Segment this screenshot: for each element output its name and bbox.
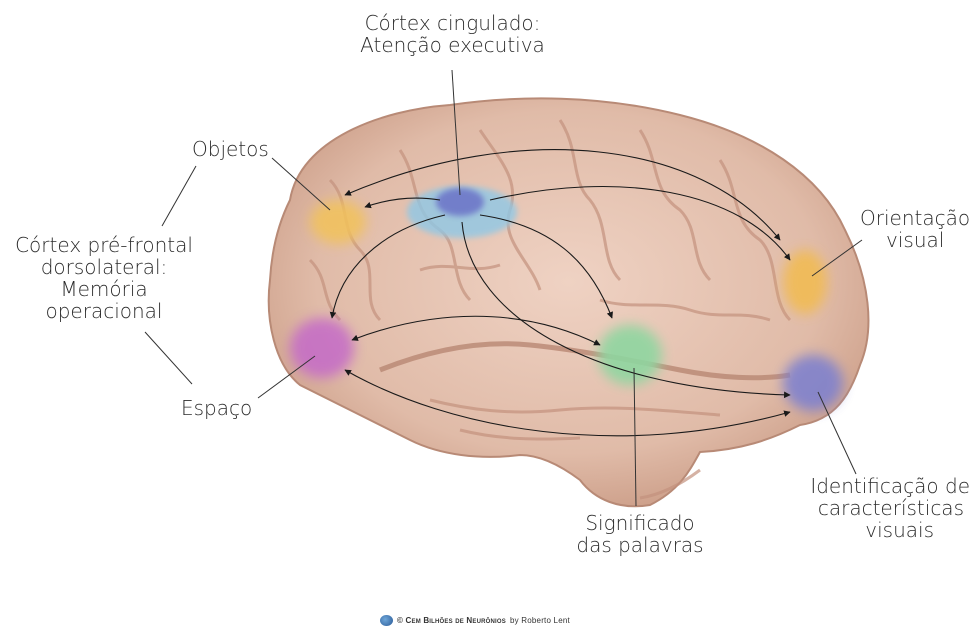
credit-author: by Roberto Lent xyxy=(510,616,570,625)
identification-label-line3: visuais xyxy=(788,519,970,541)
identification-label-line2: características xyxy=(788,497,970,519)
prefrontal-label-line1: Córtex pré-frontal xyxy=(8,234,200,256)
identification-label: Identificação de características visuais xyxy=(788,475,970,541)
leader-prefrontal-top xyxy=(162,166,196,226)
identification-area xyxy=(783,355,843,411)
copyright-credit: © Cem Bilhões de Neurônios by Roberto Le… xyxy=(380,615,570,626)
prefrontal-label: Córtex pré-frontal dorsolateral: Memória… xyxy=(8,234,200,322)
leader-prefrontal-bottom xyxy=(145,332,192,384)
space-label-text: Espaço xyxy=(181,396,252,420)
prefrontal-label-line4: operacional xyxy=(8,300,200,322)
brain-silhouette xyxy=(269,98,869,506)
space-label: Espaço xyxy=(181,397,252,419)
objects-area xyxy=(310,200,366,244)
neuron-logo-icon xyxy=(380,615,393,626)
cingulate-label-line1: Córtex cingulado: xyxy=(340,12,565,34)
orientation-label-line1: Orientação xyxy=(846,207,976,229)
meaning-label: Significado das palavras xyxy=(570,512,710,556)
cingulate-label: Córtex cingulado: Atenção executiva xyxy=(340,12,565,56)
identification-label-line1: Identificação de xyxy=(788,475,970,497)
orientation-label: Orientação visual xyxy=(846,207,976,251)
objects-label: Objetos xyxy=(192,138,269,160)
orientation-label-line2: visual xyxy=(846,229,976,251)
meaning-label-line1: Significado xyxy=(570,512,710,534)
objects-label-text: Objetos xyxy=(192,137,269,161)
credit-copyright: © Cem Bilhões de Neurônios xyxy=(397,616,506,625)
cingulate-label-line2: Atenção executiva xyxy=(340,34,565,56)
prefrontal-label-line2: dorsolateral: xyxy=(8,256,200,278)
prefrontal-label-line3: Memória xyxy=(8,278,200,300)
space-area xyxy=(290,318,354,378)
meaning-label-line2: das palavras xyxy=(570,534,710,556)
meaning-area xyxy=(598,325,662,385)
